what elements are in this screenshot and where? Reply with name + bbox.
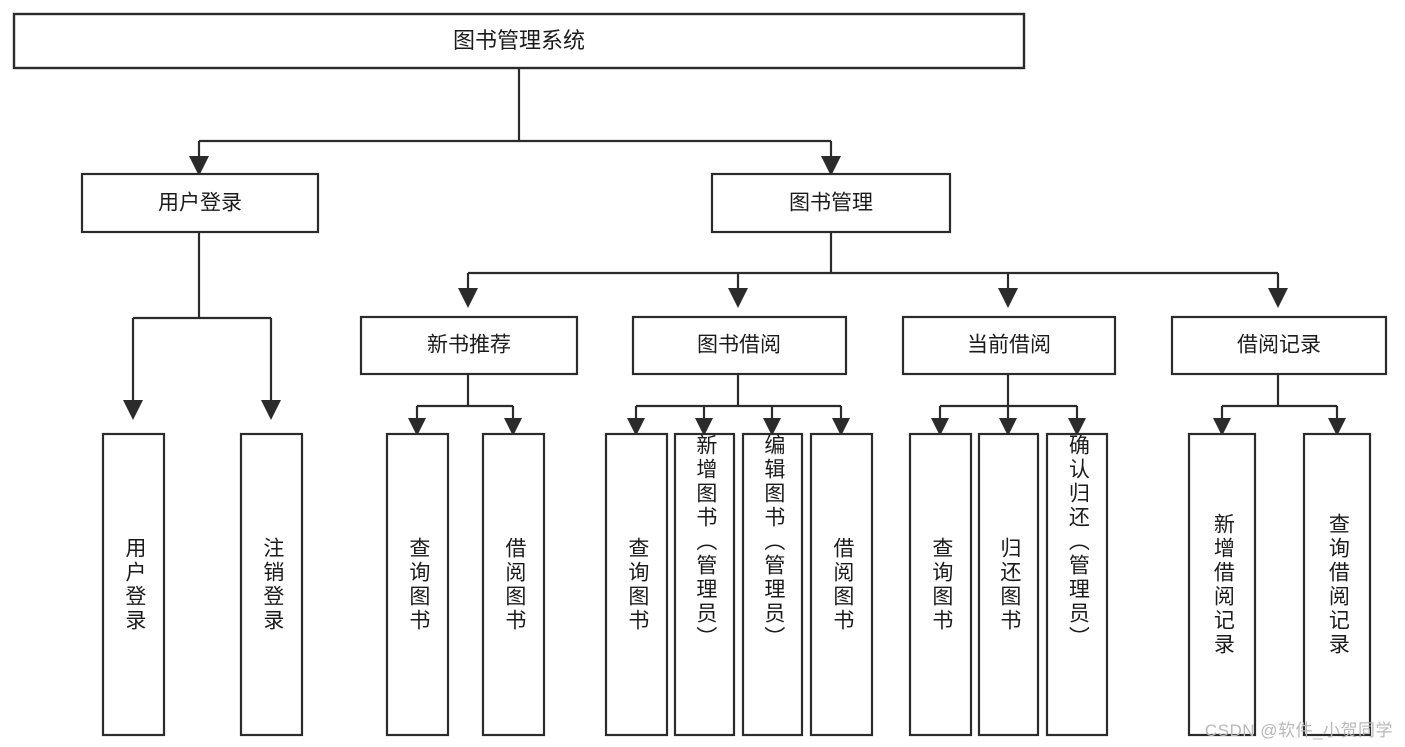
arrow-head-icon	[1328, 418, 1346, 436]
arrow-head-icon	[123, 400, 143, 420]
arrow-head-icon	[931, 418, 949, 436]
node-current-label: 当前借阅	[967, 334, 1051, 357]
node-root-label: 图书管理系统	[453, 28, 585, 53]
node-bookmgmt-box[interactable]	[710, 172, 952, 234]
arrow-head-icon	[763, 418, 781, 436]
arrow-head-icon	[821, 156, 841, 176]
arrow-head-icon	[1268, 288, 1288, 308]
node-leaf-1-box[interactable]	[101, 432, 166, 737]
arrow-head-icon	[504, 418, 522, 436]
node-leaf-4-box[interactable]	[481, 432, 546, 737]
arrow-head-icon	[627, 418, 645, 436]
node-leaf-9-box[interactable]	[908, 432, 973, 737]
arrow-head-icon	[189, 156, 209, 176]
node-bookmgmt-label: 图书管理	[789, 192, 873, 215]
arrow-head-icon	[261, 400, 281, 420]
arrow-head-icon	[1068, 418, 1086, 436]
node-bookmgmt[interactable]: 图书管理	[710, 172, 952, 234]
node-records-label: 借阅记录	[1237, 334, 1321, 357]
node-leaf-3-box[interactable]	[385, 432, 450, 737]
node-login[interactable]: 用户登录	[80, 172, 320, 234]
node-login-box[interactable]	[80, 172, 320, 234]
node-records[interactable]: 借阅记录	[1170, 315, 1388, 376]
arrow-head-icon	[999, 418, 1017, 436]
node-leaf-7-box[interactable]	[741, 432, 804, 737]
node-leaf-8-box[interactable]	[809, 432, 874, 737]
node-borrow[interactable]: 图书借阅	[631, 315, 848, 376]
node-borrow-label: 图书借阅	[697, 334, 781, 357]
arrow-head-icon	[728, 288, 748, 308]
arrow-head-icon	[1213, 418, 1231, 436]
node-newbook[interactable]: 新书推荐	[359, 315, 579, 376]
node-newbook-label: 新书推荐	[427, 334, 511, 357]
node-leaf-12-box[interactable]	[1187, 432, 1257, 737]
node-current[interactable]: 当前借阅	[901, 315, 1117, 376]
node-newbook-box[interactable]	[359, 315, 579, 376]
arrow-head-icon	[832, 418, 850, 436]
node-leaf-13-box[interactable]	[1302, 432, 1372, 737]
arrow-head-icon	[695, 418, 713, 436]
arrow-head-icon	[408, 418, 426, 436]
node-leaf-2-box[interactable]	[239, 432, 304, 737]
arrow-head-icon	[998, 288, 1018, 308]
arrowhead-layer	[123, 156, 1346, 436]
node-current-box[interactable]	[901, 315, 1117, 376]
node-leaf-11-box[interactable]	[1045, 432, 1109, 737]
arrow-head-icon	[458, 288, 478, 308]
node-root-box[interactable]	[12, 12, 1026, 70]
node-root[interactable]: 图书管理系统	[12, 12, 1026, 70]
node-leaf-10-box[interactable]	[977, 432, 1040, 737]
node-leaf-5-box[interactable]	[604, 432, 669, 737]
watermark: CSDN @软件_小贺同学	[1204, 721, 1393, 740]
node-records-box[interactable]	[1170, 315, 1388, 376]
node-borrow-box[interactable]	[631, 315, 848, 376]
leaf-node-layer	[101, 432, 1372, 737]
node-login-label: 用户登录	[158, 192, 242, 215]
node-leaf-6-box[interactable]	[673, 432, 736, 737]
